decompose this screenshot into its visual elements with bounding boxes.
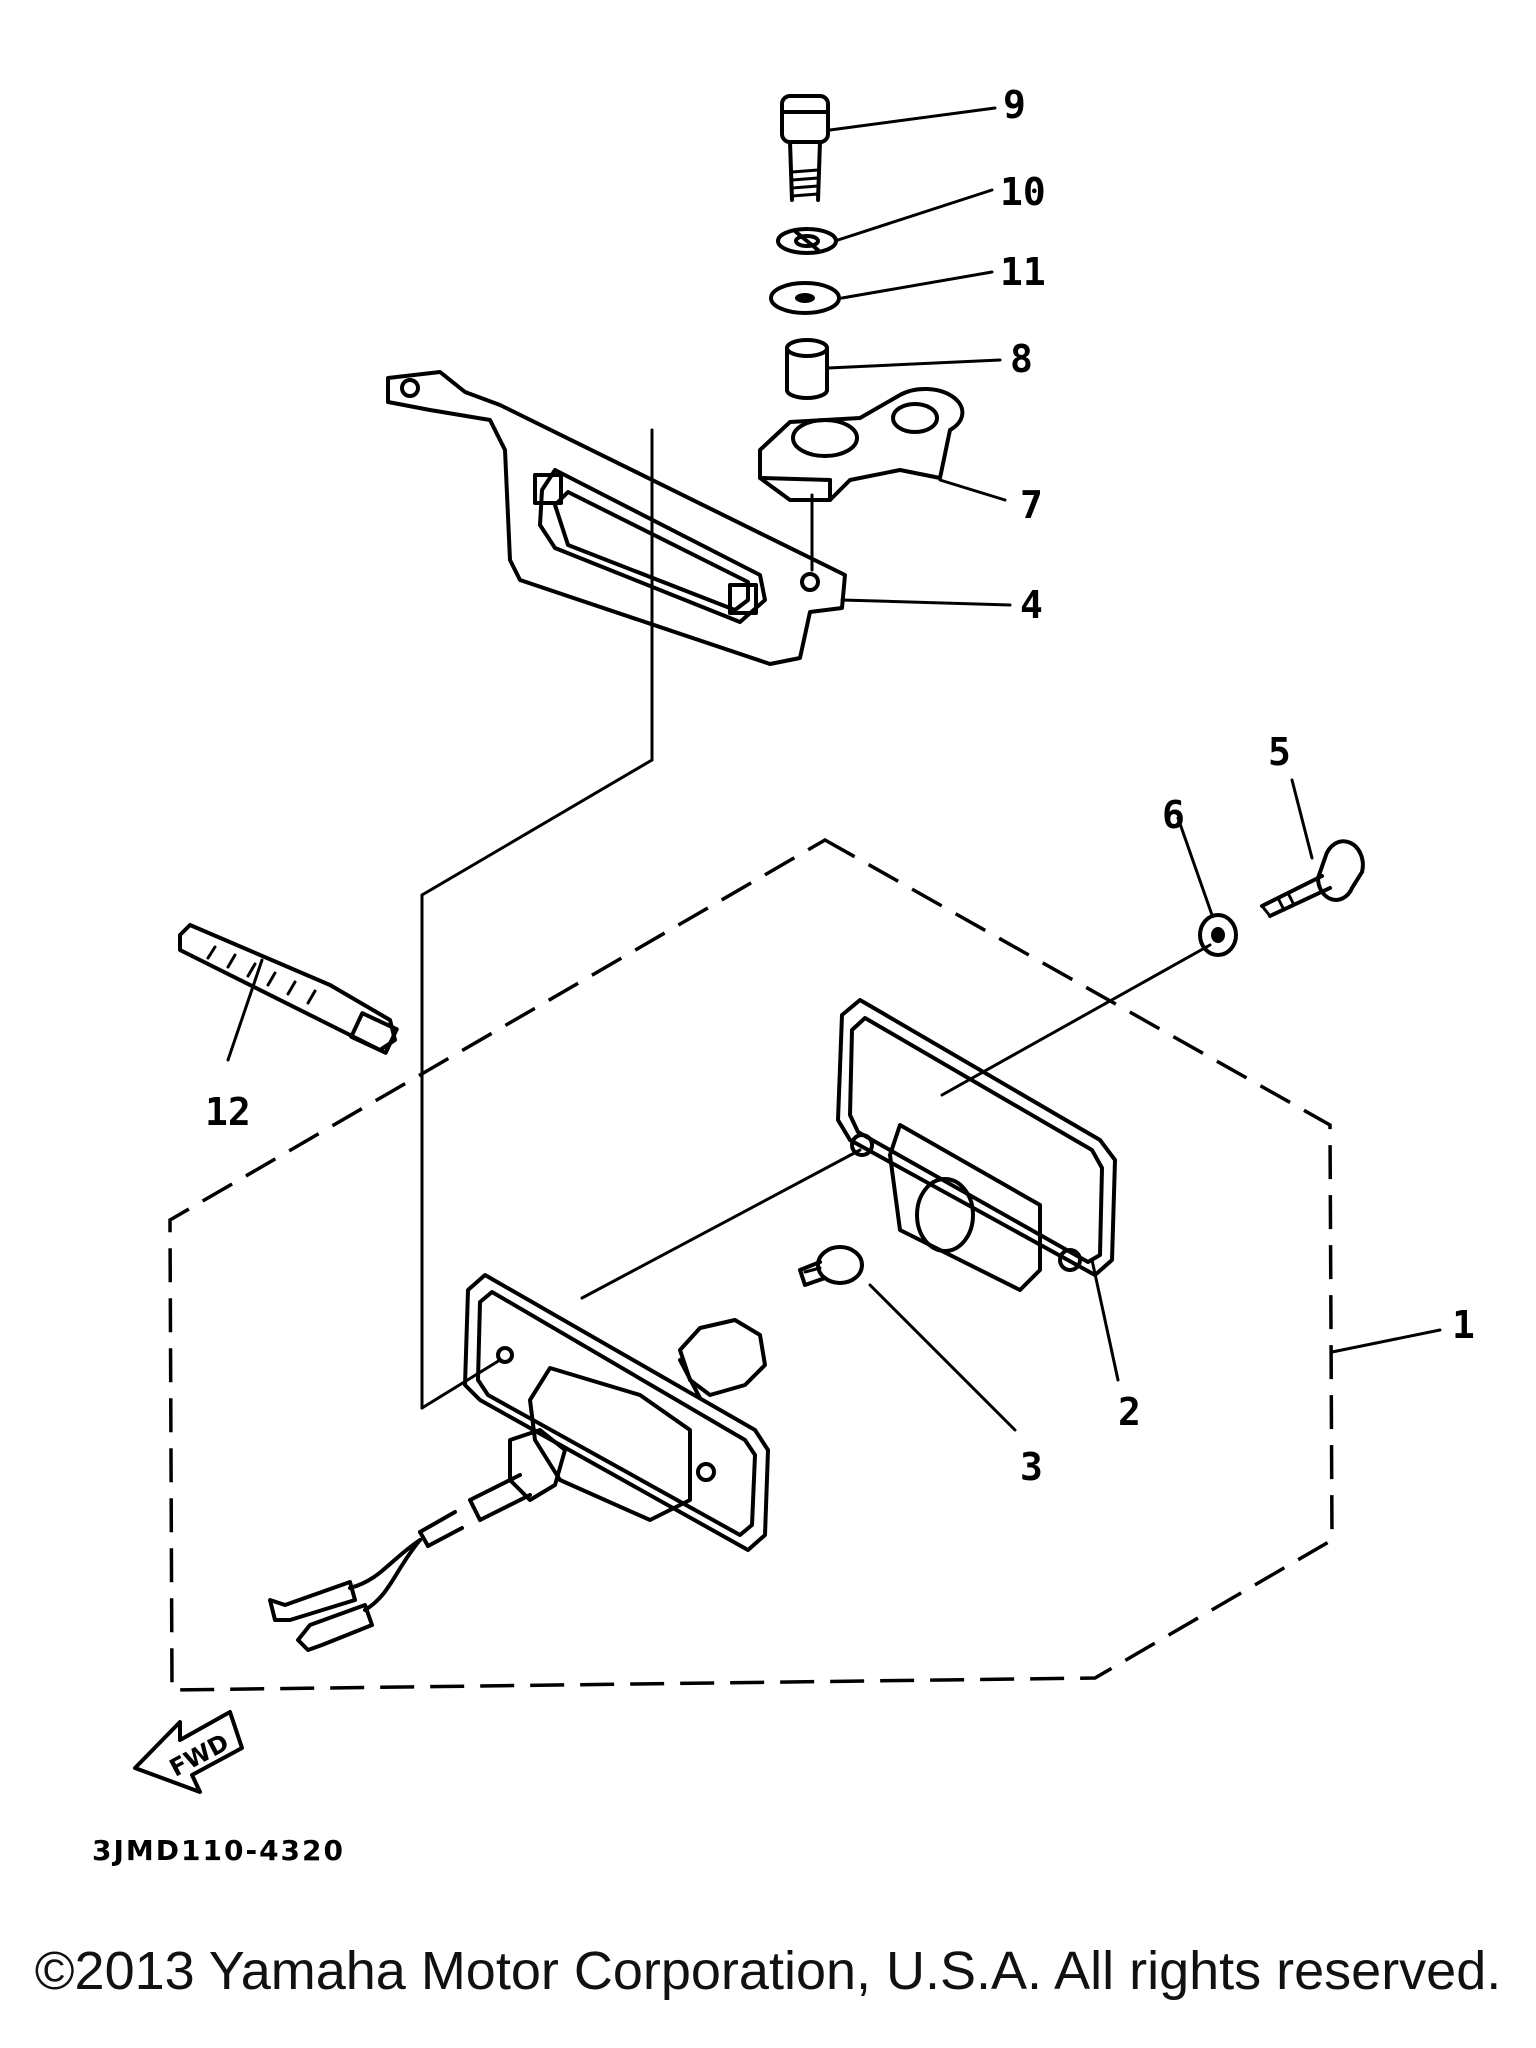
washer-part-6 — [1198, 913, 1238, 957]
lamp-housing — [268, 1273, 770, 1652]
callout-12: 12 — [205, 1090, 251, 1134]
fwd-direction-arrow: FWD — [133, 1710, 244, 1794]
assembly-boundary-dashed — [168, 837, 1334, 1692]
callout-7: 7 — [1020, 483, 1043, 527]
callout-labels: 1 2 3 4 5 6 7 8 9 10 11 12 — [205, 83, 1475, 1489]
collar-part-8 — [785, 338, 829, 400]
callout-9: 9 — [1003, 83, 1026, 127]
callout-4: 4 — [1020, 583, 1043, 627]
mounting-plate-part-4 — [386, 370, 847, 666]
callout-1: 1 — [1452, 1303, 1475, 1347]
callout-6: 6 — [1162, 793, 1185, 837]
svg-text:FWD: FWD — [165, 1728, 234, 1782]
callout-3: 3 — [1020, 1445, 1043, 1489]
callout-5: 5 — [1268, 730, 1291, 774]
diagram-code: 3JMD110-4320 — [92, 1834, 345, 1867]
bolt-part-5 — [1260, 839, 1365, 918]
cable-tie-part-12 — [178, 923, 399, 1055]
bulb-part-3 — [798, 1245, 864, 1287]
callout-10: 10 — [1000, 170, 1046, 214]
bracket-arm-part-7 — [758, 387, 965, 502]
callout-2: 2 — [1118, 1390, 1141, 1434]
spring-washer-part-10 — [776, 227, 838, 255]
bolt-part-9 — [780, 94, 830, 202]
copyright-notice: ©2013 Yamaha Motor Corporation, U.S.A. A… — [34, 1941, 1502, 2001]
callout-8: 8 — [1010, 337, 1033, 381]
lens-cover-part-2 — [836, 998, 1117, 1292]
flat-washer-part-11 — [769, 281, 841, 315]
leader-lines — [226, 106, 1442, 1432]
callout-11: 11 — [1000, 250, 1046, 294]
